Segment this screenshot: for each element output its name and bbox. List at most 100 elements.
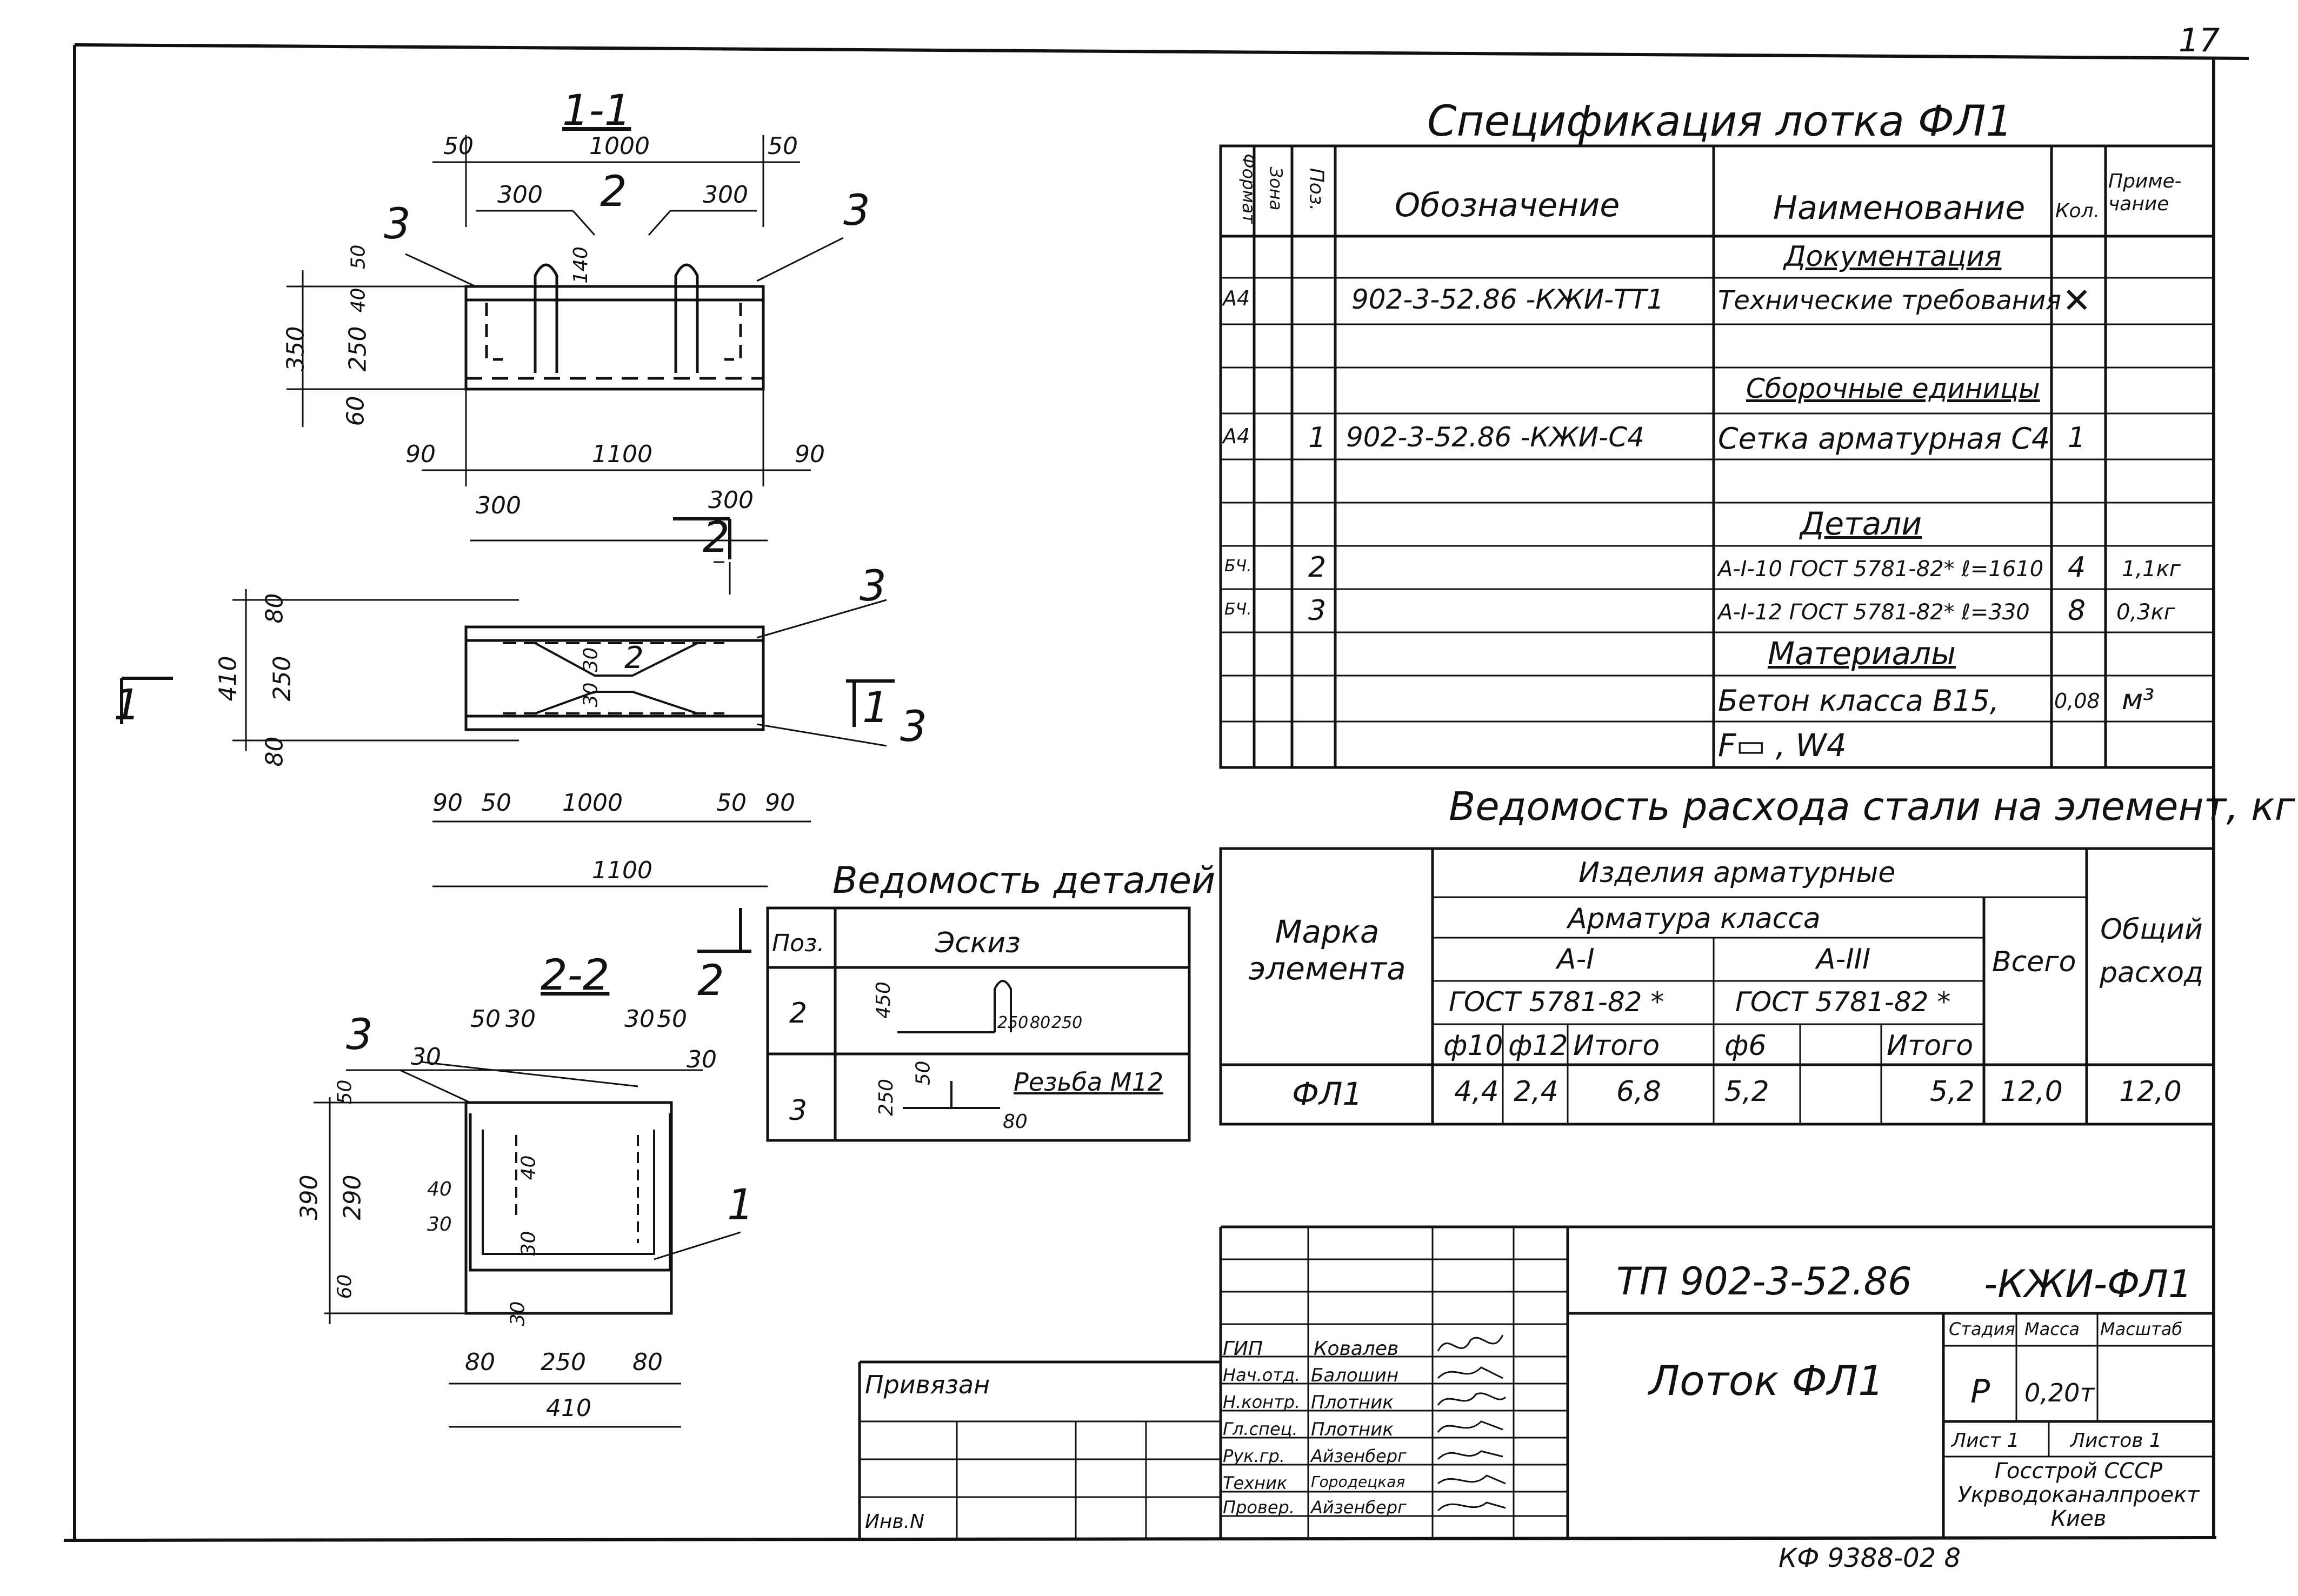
spec-row-qty: 4: [2068, 551, 2086, 584]
stamp-person: Ковалев: [1314, 1338, 1399, 1360]
steel-row-value: 6,8: [1616, 1076, 1661, 1108]
dim-label: 410: [214, 656, 242, 702]
steel-header-total: Всего: [1992, 946, 2076, 978]
spec-row-name: Технические требования: [1718, 285, 2062, 316]
dim-label: 300: [497, 181, 543, 209]
stamp-role: Н.контр.: [1223, 1392, 1301, 1412]
stamp-person: Городецкая: [1311, 1473, 1406, 1491]
steel-row-value: 5,2: [1724, 1076, 1769, 1108]
spec-row-note: 0,3кг: [2116, 600, 2175, 625]
details-header-sketch: Эскиз: [935, 927, 1021, 959]
steel-title: Ведомость расхода стали на элемент, кг: [1449, 784, 2295, 829]
dim-label: 80: [261, 736, 289, 767]
stamp-role: ГИП: [1223, 1338, 1263, 1360]
dim-label: 60: [342, 396, 370, 426]
steel-col-header: ф12: [1508, 1030, 1568, 1062]
spec-header-designation: Обозначение: [1395, 186, 1620, 224]
callout-3-bottom: 3: [900, 703, 927, 751]
dim-label: 30: [517, 1231, 540, 1256]
stamp-code: ТП 902-3-52.86: [1616, 1259, 1912, 1304]
spec-header-qty: Кол.: [2055, 200, 2100, 222]
stamp-person: Балошин: [1311, 1365, 1399, 1386]
spec-header-pos: Поз.: [1305, 168, 1328, 211]
details-header-pos: Поз.: [772, 930, 825, 957]
spec-row-qty: 1: [2068, 422, 2086, 454]
section-1-1-title: 1-1: [562, 86, 631, 135]
steel-col-header: Итого: [1887, 1030, 1974, 1062]
spec-row-name: Бетон класса В15,: [1718, 684, 2000, 718]
inv-label: Инв.N: [865, 1511, 925, 1533]
dim-label: 1100: [592, 857, 652, 884]
sketch-dim: 80: [1003, 1111, 1028, 1133]
steel-table-grid: [1219, 847, 2215, 1126]
dim-label: 50: [481, 789, 511, 817]
stamp-stage-header: Стадия: [1949, 1319, 2015, 1339]
dim-label: 250: [344, 326, 372, 372]
stamp-person: Плотник: [1311, 1392, 1394, 1413]
dim-label: 90: [765, 789, 795, 817]
callout-2-plan: 2: [624, 640, 644, 676]
callout-3-right: 3: [843, 186, 870, 235]
spec-title: Спецификация лотка ФЛ1: [1427, 97, 2013, 146]
spec-row-qty: 8: [2068, 595, 2086, 627]
plan-drawing: [120, 517, 895, 887]
dim-label: 1000: [589, 132, 650, 160]
section-mark-1-left: 1: [114, 681, 141, 730]
spec-header-zone: Зона: [1265, 166, 1287, 211]
stamp-person: Айзенберг: [1311, 1446, 1407, 1466]
stamp-role: Гл.спец.: [1223, 1419, 1298, 1439]
steel-row-mark: ФЛ1: [1292, 1076, 1363, 1112]
sketch-dim: 250: [875, 1079, 897, 1116]
dim-label: 1000: [562, 789, 623, 817]
callout-2: 2: [600, 168, 627, 216]
dim-label: 90: [795, 440, 825, 468]
spec-row-designation: 902-3-52.86 -КЖИ-С4: [1346, 422, 1644, 453]
section-mark-1-right: 1: [862, 684, 889, 732]
sketch-dim: 50: [912, 1060, 935, 1086]
spec-row-name: Сетка арматурная С4: [1718, 422, 2050, 456]
dim-label: 50: [768, 132, 798, 160]
spec-row-format: А4: [1223, 286, 1250, 310]
dim-label: 390: [295, 1174, 323, 1220]
dim-label: 30: [580, 647, 602, 672]
spec-row-format: А4: [1223, 424, 1250, 448]
dim-label: 80: [632, 1348, 663, 1376]
dim-label: 300: [708, 486, 754, 514]
dim-label: 50: [470, 1005, 501, 1033]
callout-3-top: 3: [860, 562, 887, 611]
stamp-role: Техник: [1223, 1473, 1288, 1493]
steel-row-value: 5,2: [1930, 1076, 1975, 1108]
dim-label: 410: [546, 1394, 591, 1422]
stamp-mass: 0,20т: [2024, 1378, 2095, 1407]
dim-label: 30: [427, 1213, 452, 1236]
dim-label: 50: [443, 132, 474, 160]
steel-header-a1: А-I: [1557, 943, 1595, 976]
spec-row-note: 1,1кг: [2122, 557, 2181, 582]
stamp-person: Айзенберг: [1311, 1497, 1407, 1518]
dim-label: 30: [505, 1005, 536, 1033]
dim-label: 50: [716, 789, 747, 817]
dim-label: 30: [507, 1301, 529, 1326]
steel-row-value: 2,4: [1514, 1076, 1558, 1108]
stamp-mass-header: Масса: [2024, 1319, 2080, 1339]
callout-3: 3: [346, 1011, 373, 1059]
spec-row-name: Материалы: [1768, 635, 1956, 672]
stamp-grid: [858, 1225, 2214, 1539]
details-table-grid: [766, 906, 1191, 1142]
steel-col-header: ф10: [1443, 1030, 1503, 1062]
spec-row-format: БЧ.: [1224, 600, 1252, 619]
dim-label: 90: [405, 440, 436, 468]
dim-label: 60: [334, 1274, 356, 1299]
steel-header-overall: Общий расход: [2099, 913, 2203, 989]
spec-row-pos: 2: [1308, 551, 1327, 584]
sketch-dim: 250: [997, 1013, 1029, 1032]
dim-label: 50: [334, 1079, 356, 1105]
stamp-role: Рук.гр.: [1223, 1446, 1285, 1466]
bound-label: Привязан: [865, 1370, 990, 1399]
stamp-org: Госстрой СССР Укрводоканалпроект Киев: [1957, 1459, 2200, 1531]
steel-header-gost3: ГОСТ 5781-82 *: [1735, 986, 1951, 1018]
steel-col-header: Итого: [1573, 1030, 1660, 1062]
dim-label: 30: [624, 1005, 655, 1033]
dim-label: 40: [427, 1178, 452, 1200]
